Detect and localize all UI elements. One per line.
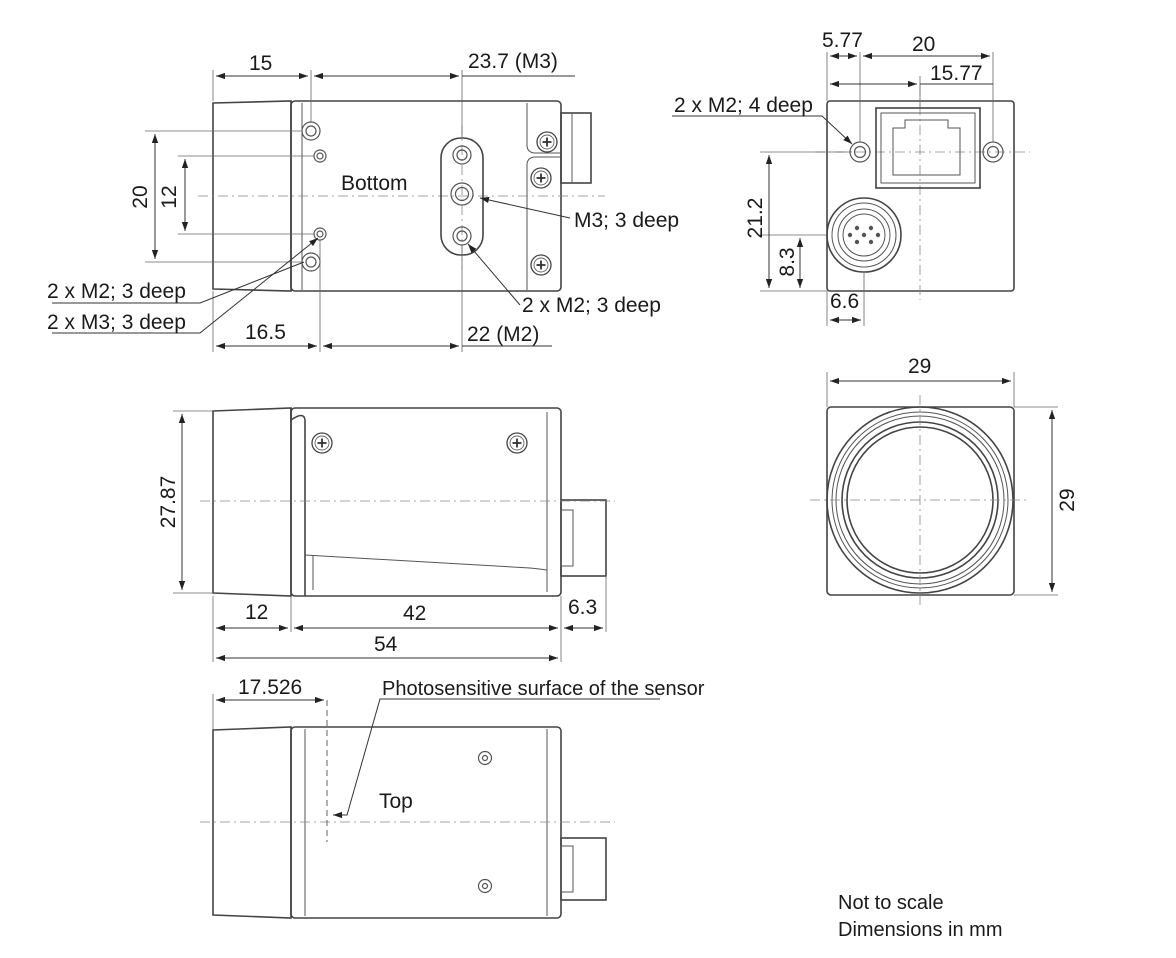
back-view (672, 52, 1030, 326)
screw-icon (506, 432, 528, 454)
screw-icon (311, 432, 333, 454)
dim-15: 15 (249, 52, 272, 75)
top-hole-lower (477, 878, 493, 894)
dim-22-m2: 22 (M2) (467, 323, 539, 346)
callout-m2-3-deep-left: 2 x M2; 3 deep (47, 280, 186, 303)
m2-hole-left-upper (313, 149, 327, 163)
dim-15-77: 15.77 (930, 62, 983, 85)
m3-hole-left-bottom (301, 252, 321, 272)
front-view (810, 372, 1058, 607)
bottom-view (52, 70, 605, 352)
m2-hole-upper (452, 145, 472, 165)
dim-12-side: 12 (245, 601, 268, 624)
m2-hole-left-lower (313, 227, 327, 241)
top-hole-upper (477, 750, 493, 766)
top-view-title: Top (379, 790, 413, 813)
screw-icon (530, 254, 552, 276)
m3-hole-center (450, 182, 474, 206)
dim-29-height: 29 (1056, 488, 1079, 511)
dim-6-3: 6.3 (568, 596, 597, 619)
dim-5-77: 5.77 (822, 29, 863, 52)
side-view (173, 407, 615, 662)
callout-sensor-surface: Photosensitive surface of the sensor (382, 678, 705, 700)
screw-icon (536, 131, 558, 153)
dim-42: 42 (403, 602, 426, 625)
dim-29-width: 29 (908, 355, 931, 378)
dim-20-vertical: 20 (129, 185, 152, 208)
dim-12-vertical: 12 (158, 185, 181, 208)
callout-m3-3-deep: M3; 3 deep (574, 209, 679, 232)
io-connector (826, 197, 902, 273)
callout-m2-3-deep-right: 2 x M2; 3 deep (522, 294, 661, 317)
top-view (200, 694, 660, 919)
note-not-to-scale: Not to scale (838, 892, 944, 914)
note-dimensions-mm: Dimensions in mm (838, 919, 1002, 941)
dim-27-87: 27.87 (157, 476, 180, 529)
dim-6-6: 6.6 (830, 290, 859, 313)
dim-17-526: 17.526 (238, 676, 302, 699)
dim-54: 54 (374, 633, 398, 656)
screw-icon (530, 167, 552, 189)
dim-16-5: 16.5 (245, 321, 286, 344)
m3-hole-left-top (301, 121, 321, 141)
bottom-view-title: Bottom (341, 172, 408, 195)
dim-8-3: 8.3 (776, 247, 799, 276)
callout-m3-3-deep-left: 2 x M3; 3 deep (47, 311, 186, 334)
dim-20-back: 20 (912, 33, 935, 56)
callout-m2-4-deep: 2 x M2; 4 deep (674, 94, 813, 117)
dim-21-2: 21.2 (744, 198, 767, 239)
dim-23-7-m3: 23.7 (M3) (468, 50, 558, 73)
